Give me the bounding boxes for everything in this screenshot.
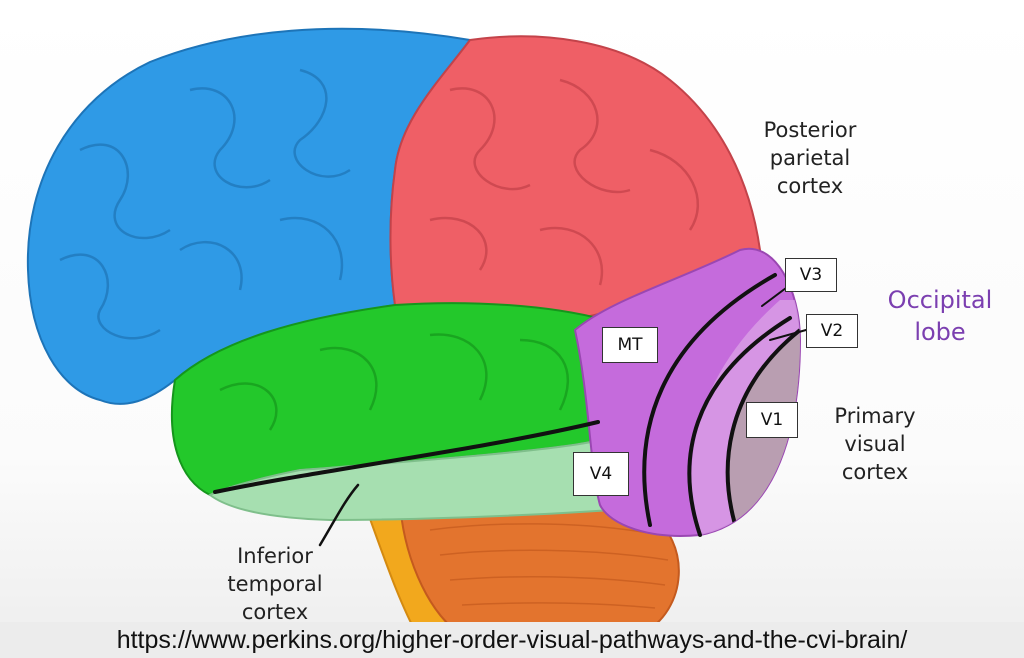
v4-area-box: V4	[573, 452, 629, 496]
source-url[interactable]: https://www.perkins.org/higher-order-vis…	[0, 622, 1024, 658]
v2-pointer	[769, 329, 807, 341]
posterior-parietal-cortex-label: Posterior parietal cortex	[763, 118, 857, 198]
v3-area-box: V3	[785, 258, 837, 292]
primary-visual-cortex-label: Primary visual cortex	[834, 404, 916, 484]
v3-boundary	[642, 273, 777, 527]
v1-band	[727, 330, 800, 536]
v4-boundary-line	[213, 420, 600, 494]
occipital-lobe-label: Occipital lobe	[887, 286, 993, 346]
mt-area-box: MT	[602, 327, 658, 363]
inferior-temporal-pointer	[318, 483, 360, 547]
v2-area-box: V2	[806, 314, 858, 348]
v1-area-box: V1	[746, 402, 798, 438]
v2-boundary	[687, 316, 792, 537]
inferior-temporal-cortex-label: Inferior temporal cortex	[227, 544, 323, 624]
